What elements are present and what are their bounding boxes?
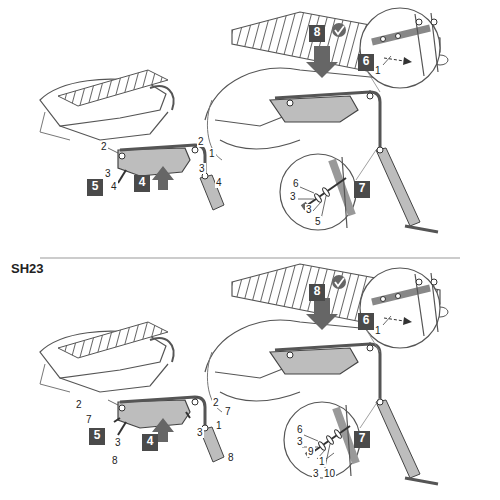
callout-number: 1 (215, 420, 223, 431)
callout-number: 2 (100, 141, 108, 152)
step-number-box: 7 (354, 181, 370, 198)
callout-number: 8 (111, 455, 119, 466)
step-number: 4 (134, 175, 150, 190)
step-number-box: 6 (358, 313, 374, 330)
step-number-box: 7 (354, 431, 370, 448)
callout-number: 3 (198, 163, 206, 174)
step-number: 6 (358, 54, 374, 69)
callout-number: 7 (224, 406, 232, 417)
callout-number: 8 (227, 452, 235, 463)
callout-number: 3 (312, 468, 320, 479)
callout-number: 2 (197, 136, 205, 147)
step-number: 4 (142, 434, 158, 449)
step-number: 8 (309, 284, 325, 299)
step-number: 7 (354, 181, 370, 196)
callout-number: 3 (104, 168, 112, 179)
step-number-box: 5 (87, 179, 103, 196)
callout-number: 6 (296, 424, 304, 435)
callout-number: 3 (296, 436, 304, 447)
callout-number: 9 (307, 446, 315, 457)
step-number: 6 (358, 313, 374, 328)
callout-number: 4 (215, 177, 223, 188)
callout-number: 1 (318, 456, 326, 467)
step-number-box: 5 (89, 428, 105, 445)
step-number-box: 8 (309, 284, 325, 301)
step-number-box: 8 (309, 25, 325, 42)
callout-number: 3 (114, 437, 122, 448)
callout-number: 1 (208, 148, 216, 159)
callout-number: 10 (323, 468, 336, 479)
callout-number: 4 (110, 181, 118, 192)
callout-number: 7 (85, 414, 93, 425)
section-divider (40, 258, 460, 259)
step-number: 8 (309, 25, 325, 40)
step-number-box: 6 (358, 54, 374, 71)
step-number-box: 4 (142, 434, 158, 451)
callout-number: 6 (292, 178, 300, 189)
step-number: 5 (89, 428, 105, 443)
callout-number: 3 (289, 191, 297, 202)
callout-number: 2 (75, 399, 83, 410)
step-number: 7 (354, 431, 370, 446)
callout-number: 3 (196, 427, 204, 438)
callout-number: 5 (314, 216, 322, 227)
step-number: 5 (87, 179, 103, 194)
section-heading: SH23 (10, 261, 45, 276)
callout-number: 1 (374, 325, 382, 336)
callout-number: 1 (374, 65, 382, 76)
step-number-box: 4 (134, 175, 150, 192)
callout-number: 3 (305, 204, 313, 215)
callout-number: 2 (212, 397, 220, 408)
